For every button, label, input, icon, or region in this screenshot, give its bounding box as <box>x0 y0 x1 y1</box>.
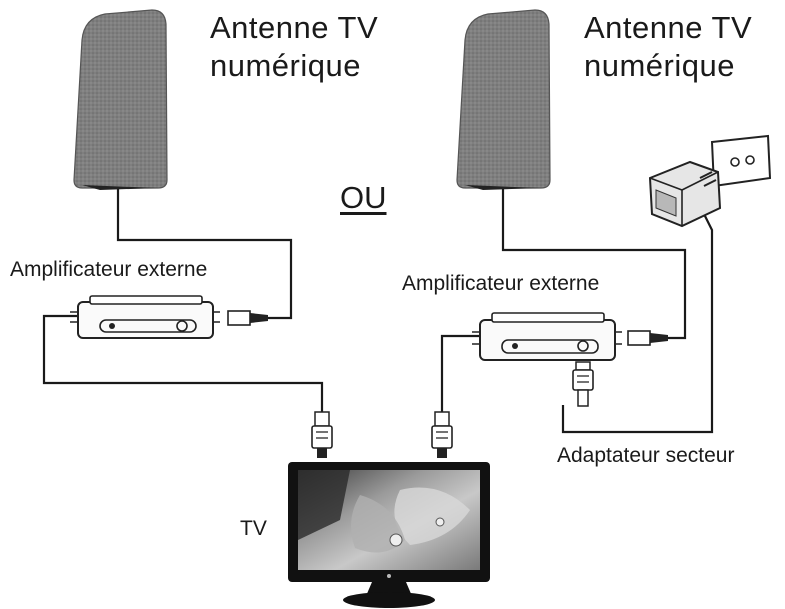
tv-plug-left-icon <box>311 411 333 458</box>
antenna-right-title-line2: numérique <box>584 48 735 83</box>
coax-plug-right-icon <box>627 330 668 346</box>
or-label: OU <box>340 180 387 215</box>
cable-left-amp-to-tv <box>42 314 324 412</box>
cable-right-amp-to-tv <box>440 334 480 412</box>
wall-outlet-icon <box>710 134 772 188</box>
tv-plug-right-icon <box>431 411 453 458</box>
antenna-right-icon <box>456 9 551 190</box>
cable-right-antenna <box>501 185 687 340</box>
power-adapter-icon <box>648 160 722 228</box>
cable-adapter <box>561 209 714 434</box>
amplifier-left-icon <box>70 295 220 339</box>
adapter-label: Adaptateur secteur <box>557 444 735 467</box>
cables <box>42 185 714 434</box>
tv-label: TV <box>240 517 267 540</box>
antenna-right-title-line1: Antenne TV <box>584 10 753 45</box>
cable-left-antenna <box>116 185 293 320</box>
antenna-left-title-line1: Antenne TV <box>210 10 379 45</box>
amplifier-right-icon <box>472 312 622 361</box>
coax-plug-left-icon <box>227 310 268 326</box>
tv-icon <box>288 462 490 608</box>
amplifier-left-label: Amplificateur externe <box>10 258 208 281</box>
antenna-left-title-line2: numérique <box>210 48 361 83</box>
amplifier-right-label: Amplificateur externe <box>402 272 600 295</box>
antenna-left-icon <box>73 9 168 190</box>
power-plug-icon <box>572 361 594 407</box>
